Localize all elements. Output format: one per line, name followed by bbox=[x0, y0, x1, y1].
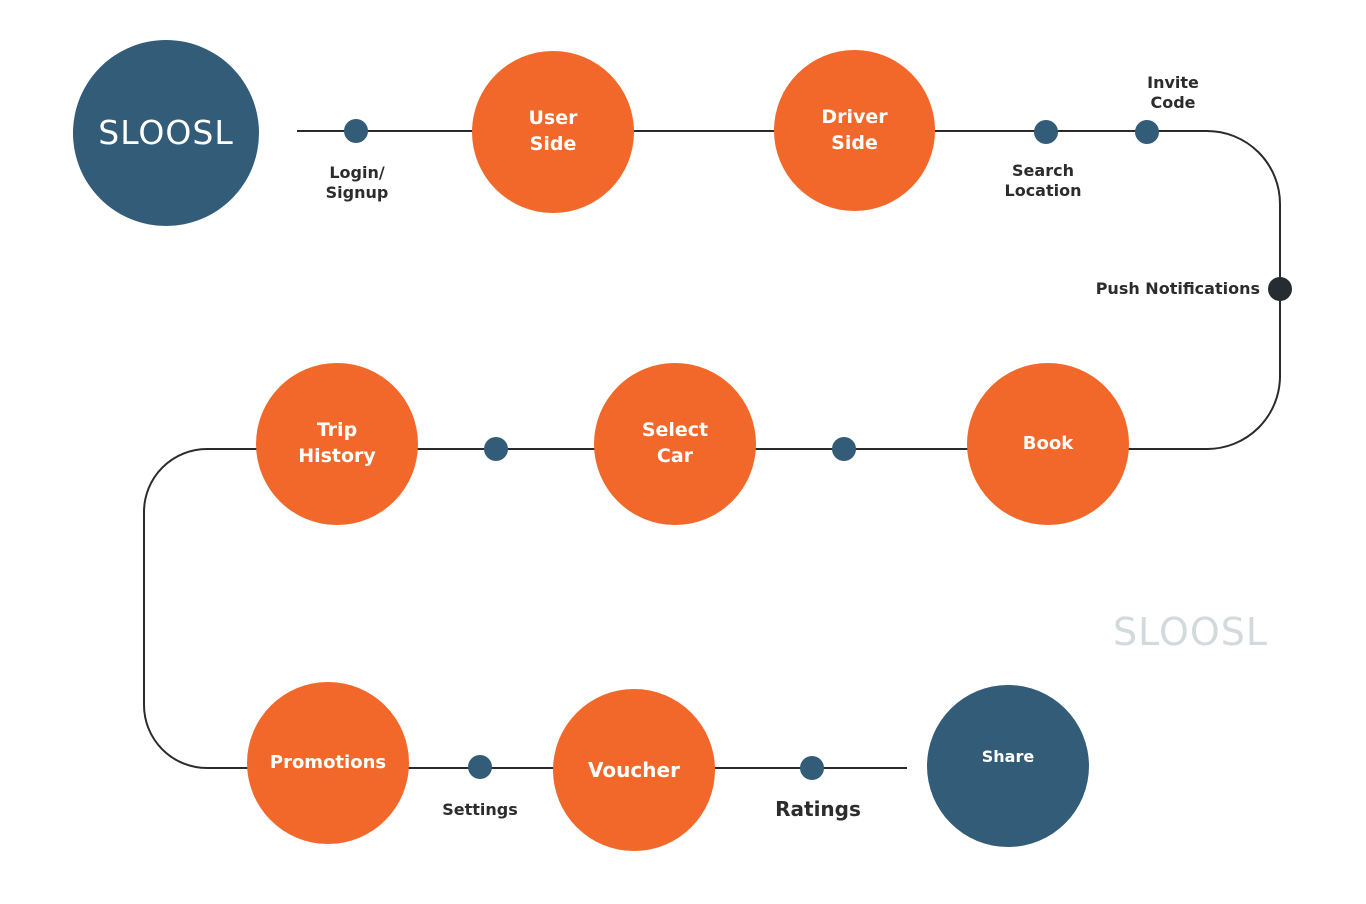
logo-circle: SLOOSL bbox=[73, 40, 259, 226]
book-select-car-dot bbox=[832, 437, 856, 461]
select-car-node: Select Car bbox=[594, 363, 756, 525]
promotions-label: Promotions bbox=[269, 751, 387, 773]
login-signup-label: Login/ Signup bbox=[325, 163, 389, 202]
ratings-dot bbox=[800, 756, 824, 780]
connector-row-2 bbox=[143, 448, 968, 769]
login-signup-dot bbox=[344, 119, 368, 143]
user-side-label: User Side bbox=[528, 107, 578, 155]
settings-dot bbox=[468, 755, 492, 779]
trip-history-label: Trip History bbox=[298, 419, 376, 467]
share-label: Share bbox=[981, 747, 1035, 767]
select-car-label: Select Car bbox=[641, 419, 709, 467]
user-side-node: User Side bbox=[472, 51, 634, 213]
book-label: Book bbox=[1022, 432, 1074, 454]
driver-side-node: Driver Side bbox=[774, 50, 935, 211]
search-location-dot bbox=[1034, 120, 1058, 144]
book-node: Book bbox=[967, 363, 1129, 525]
share-node: Share bbox=[927, 685, 1089, 847]
ratings-label: Ratings bbox=[775, 797, 861, 821]
promotions-node: Promotions bbox=[247, 682, 409, 844]
push-notifications-dot bbox=[1268, 277, 1292, 301]
watermark-logo: SLOOSL bbox=[1113, 610, 1269, 654]
voucher-node: Voucher bbox=[553, 689, 715, 851]
settings-label: Settings bbox=[442, 800, 518, 819]
push-notifications-label: Push Notifications bbox=[1095, 279, 1260, 298]
search-location-label: Search Location bbox=[1004, 161, 1082, 200]
voucher-label: Voucher bbox=[588, 757, 680, 782]
select-car-trip-history-dot bbox=[484, 437, 508, 461]
invite-code-dot bbox=[1135, 120, 1159, 144]
invite-code-label: Invite Code bbox=[1147, 73, 1199, 112]
logo-text: SLOOSL bbox=[98, 112, 234, 152]
trip-history-node: Trip History bbox=[256, 363, 418, 525]
driver-side-label: Driver Side bbox=[821, 105, 888, 154]
